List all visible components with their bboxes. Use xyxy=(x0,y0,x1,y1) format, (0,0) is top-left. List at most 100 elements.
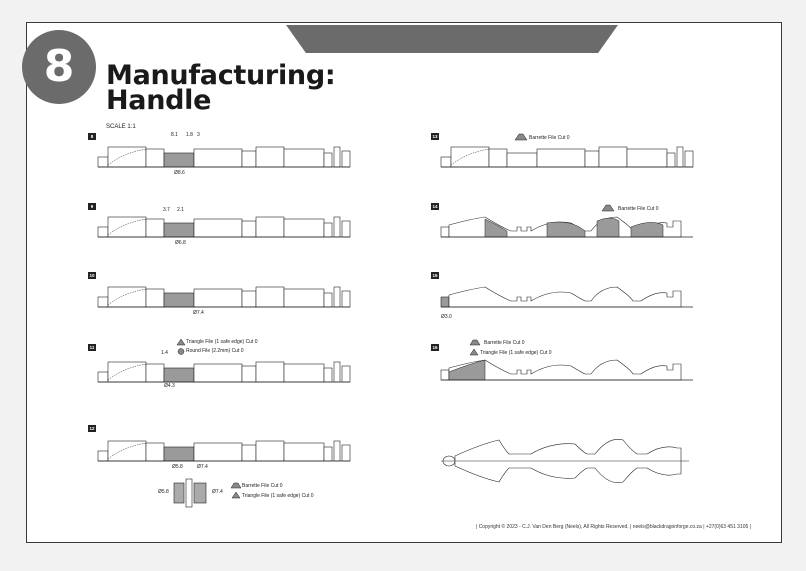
dashed-profile xyxy=(107,442,147,460)
step-10-diameter: Ø7.4 xyxy=(193,310,204,316)
step-14-badge: 14 xyxy=(431,203,439,210)
ring-2 xyxy=(333,361,341,383)
ring-1 xyxy=(323,222,333,238)
collar xyxy=(241,220,257,238)
step-9-badge: 9 xyxy=(88,203,96,210)
block-5 xyxy=(626,148,668,168)
step-9-dim-b: 2.1 xyxy=(177,207,184,213)
block-2 xyxy=(145,148,165,168)
collar xyxy=(241,365,257,383)
end-cap xyxy=(440,226,450,238)
barrette-file-icon xyxy=(601,204,615,212)
end-cap xyxy=(97,156,109,168)
block-5 xyxy=(283,442,325,462)
step-8-diameter: Ø8.6 xyxy=(174,170,185,176)
tip xyxy=(341,365,351,383)
end-cap xyxy=(97,226,109,238)
triangle-file-icon xyxy=(231,491,241,499)
neck-zone xyxy=(163,152,195,168)
handle-profile-step-16 xyxy=(440,359,693,381)
tip xyxy=(684,150,694,168)
detail-block-1 xyxy=(173,482,185,504)
block-2 xyxy=(145,442,165,462)
end-cap xyxy=(97,371,109,383)
round-file-icon xyxy=(177,348,185,355)
header-band xyxy=(286,25,618,53)
ring-2 xyxy=(333,216,341,238)
title-line-1: Manufacturing: xyxy=(106,60,336,91)
cut-zone-4 xyxy=(630,222,664,238)
collar xyxy=(241,150,257,168)
end-cap xyxy=(97,296,109,308)
block-3 xyxy=(536,148,586,168)
block-4 xyxy=(255,216,285,238)
step-12-detail-view xyxy=(173,478,207,508)
neck-zone xyxy=(163,446,195,462)
block-3 xyxy=(193,218,243,238)
step-12-diameter-2: Ø7.4 xyxy=(197,464,208,470)
step-12-badge: 12 xyxy=(88,425,96,432)
block-4 xyxy=(255,286,285,308)
triangle-file-icon xyxy=(469,348,479,356)
block-2 xyxy=(145,288,165,308)
tip xyxy=(341,444,351,462)
block-5 xyxy=(283,363,325,383)
neck-zone xyxy=(163,292,195,308)
ring-1 xyxy=(666,152,676,168)
neck-zone xyxy=(163,367,195,383)
handle-profile-step-13 xyxy=(440,146,694,168)
step-11-dim-a: 1.4 xyxy=(161,350,168,356)
step-12-note-2: Triangle File (1 safe edge) Cut 0 xyxy=(242,493,314,499)
step-8-dim-b: 1.8 xyxy=(186,132,193,138)
dashed-profile xyxy=(107,288,147,306)
step-9-dim-a: 3.7 xyxy=(163,207,170,213)
block-2 xyxy=(145,218,165,238)
handle-profile-step-10 xyxy=(97,286,351,308)
barrette-file-icon xyxy=(469,339,481,346)
handle-outline xyxy=(448,286,682,308)
dashed-profile xyxy=(450,148,490,166)
handle-profile-step-9 xyxy=(97,216,351,238)
ring-1 xyxy=(323,152,333,168)
end-cap xyxy=(97,450,109,462)
handle-profile-step-14 xyxy=(440,216,693,238)
block-5 xyxy=(283,148,325,168)
end-cap xyxy=(440,296,450,308)
block-4 xyxy=(255,361,285,383)
step-13-note-1: Barrette File Cut 0 xyxy=(529,135,570,141)
collar xyxy=(241,444,257,462)
ring-2 xyxy=(333,146,341,168)
step-13-badge: 13 xyxy=(431,133,439,140)
page-title: Manufacturing: Handle xyxy=(106,60,336,114)
section-number-badge: 8 xyxy=(22,30,96,104)
step-15-badge: 15 xyxy=(431,272,439,279)
step-9-diameter: Ø6.8 xyxy=(175,240,186,246)
ring-1 xyxy=(323,367,333,383)
collar xyxy=(241,290,257,308)
copyright-footer: | Copyright © 2023 - C.J. Van Den Berg (… xyxy=(476,524,751,530)
block-4 xyxy=(255,146,285,168)
block-3 xyxy=(193,363,243,383)
finished-handle-drawing xyxy=(441,439,689,483)
dashed-profile xyxy=(107,148,147,166)
dashed-profile xyxy=(107,218,147,236)
ring-2 xyxy=(333,440,341,462)
handle-outline xyxy=(448,359,682,381)
step-14-note-1: Barrette File Cut 0 xyxy=(618,206,659,212)
ring-2 xyxy=(676,146,684,168)
block-3 xyxy=(193,288,243,308)
step-12-detail-d1: Ø5.8 xyxy=(158,489,169,495)
cut-zone-1 xyxy=(484,218,508,238)
step-16-note-1: Barrette File Cut 0 xyxy=(484,340,525,346)
handle-profile-step-8 xyxy=(97,146,351,168)
handle-profile-step-15 xyxy=(440,286,693,308)
cut-zone-2 xyxy=(546,221,586,238)
triangle-file-icon xyxy=(176,338,186,346)
collar xyxy=(584,150,600,168)
block-5 xyxy=(283,288,325,308)
barrette-file-icon xyxy=(230,482,242,489)
end-cap xyxy=(440,156,452,168)
step-12-diameter-1: Ø5.8 xyxy=(172,464,183,470)
block-4 xyxy=(255,440,285,462)
ring-1 xyxy=(323,446,333,462)
